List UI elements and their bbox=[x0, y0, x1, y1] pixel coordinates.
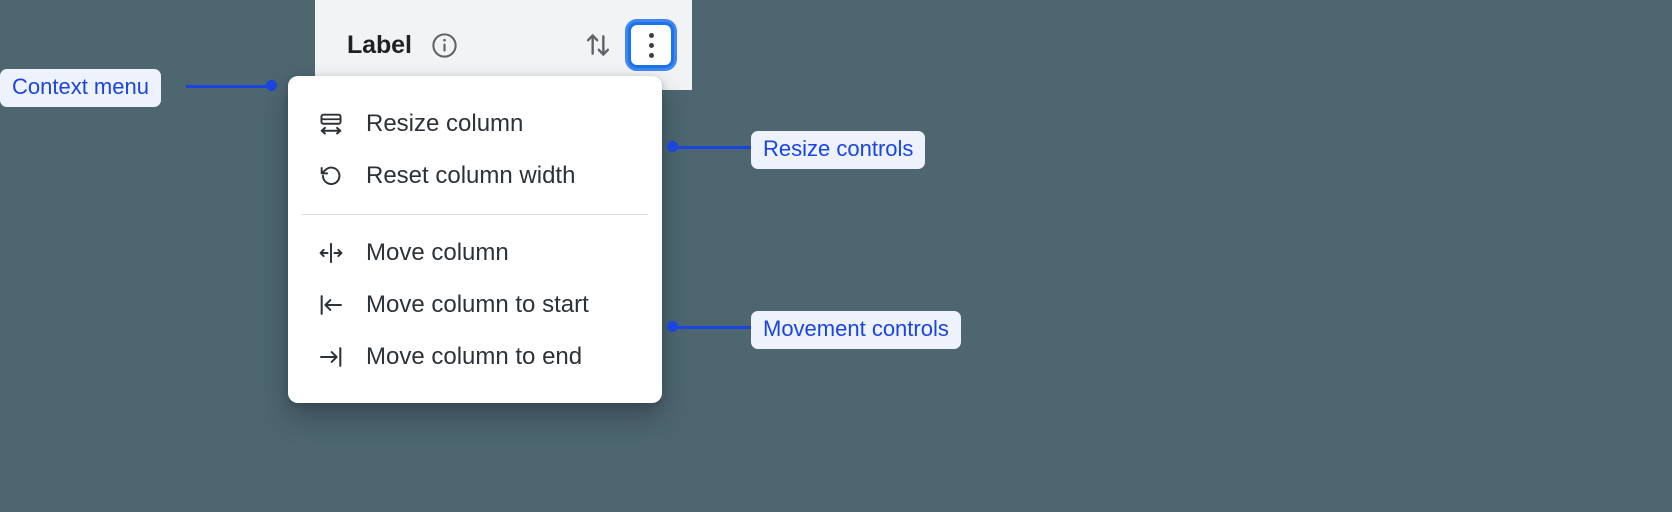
annotation-leader-line bbox=[672, 326, 754, 329]
annotation-anchor-dot bbox=[667, 321, 678, 332]
menu-item-label: Move column to end bbox=[366, 343, 583, 370]
kebab-dot bbox=[648, 32, 654, 38]
kebab-dot bbox=[648, 42, 654, 48]
resize-column-icon bbox=[316, 109, 346, 139]
annotation-anchor-dot bbox=[667, 141, 678, 152]
move-to-end-icon bbox=[316, 342, 346, 372]
annotation-movement-controls: Movement controls bbox=[751, 311, 961, 349]
context-menu: Resize column Reset column width bbox=[288, 76, 662, 403]
move-to-start-icon bbox=[316, 290, 346, 320]
info-circle-icon[interactable] bbox=[430, 31, 459, 60]
menu-item-resize-column[interactable]: Resize column bbox=[288, 98, 662, 150]
annotation-context-menu: Context menu bbox=[0, 69, 161, 107]
kebab-dot bbox=[648, 52, 654, 58]
move-column-icon bbox=[316, 238, 346, 268]
menu-item-move-column[interactable]: Move column bbox=[288, 227, 662, 279]
menu-item-label: Resize column bbox=[366, 110, 524, 137]
annotation-resize-controls: Resize controls bbox=[751, 131, 926, 169]
menu-item-reset-column-width[interactable]: Reset column width bbox=[288, 150, 662, 202]
more-vertical-icon[interactable] bbox=[628, 22, 674, 68]
sort-up-down-icon[interactable] bbox=[578, 25, 618, 65]
menu-divider bbox=[302, 214, 648, 215]
menu-item-move-column-to-start[interactable]: Move column to start bbox=[288, 279, 662, 331]
column-header: Label bbox=[315, 0, 692, 90]
menu-item-move-column-to-end[interactable]: Move column to end bbox=[288, 331, 662, 383]
page-title: Label bbox=[347, 30, 412, 59]
annotation-leader-line bbox=[186, 85, 272, 88]
menu-item-label: Move column to start bbox=[366, 291, 589, 318]
reset-width-icon bbox=[316, 161, 346, 191]
menu-item-label: Move column bbox=[366, 239, 509, 266]
annotation-anchor-dot bbox=[266, 80, 277, 91]
menu-item-label: Reset column width bbox=[366, 162, 576, 189]
annotation-leader-line bbox=[672, 146, 754, 149]
